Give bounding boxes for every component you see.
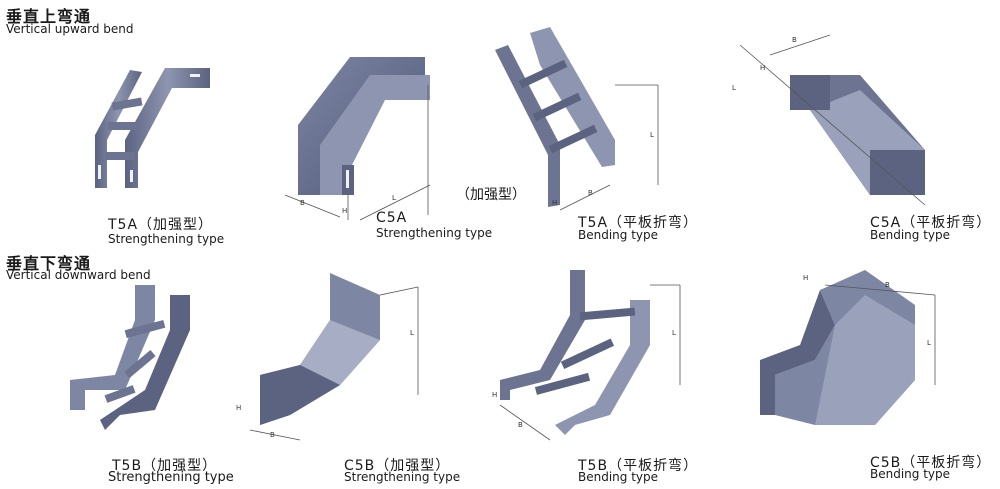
label-code-2: C5A [376, 210, 408, 226]
section-subtitle-upward: Vertical upward bend [6, 22, 134, 36]
dim-l-2: L [650, 131, 654, 139]
label-note-2: （加强型） [456, 187, 526, 203]
label-type-2: Strengthening type [376, 226, 493, 240]
trough-bend-icon: B H L [284, 57, 431, 221]
trough-bend-icon: L B H [760, 270, 936, 425]
dim-h-4: H [236, 404, 241, 412]
dim-h-5: H [492, 391, 497, 399]
dim-b-5: B [518, 421, 523, 429]
label-code-4: C5A（平板折弯） [870, 215, 992, 231]
label-code-1: T5A（加强型） [108, 217, 214, 233]
ladder-bend-icon: L B H [495, 27, 659, 211]
label-code-7: T5B（平板折弯） [578, 458, 699, 474]
dim-h-3: H [760, 64, 765, 72]
trough-bend-icon: L B H [732, 34, 926, 206]
dim-l-6: L [927, 339, 931, 347]
dim-b-1: B [300, 199, 305, 207]
dim-b-4: B [270, 431, 275, 439]
label-type-7: Bending type [578, 470, 659, 484]
label-code-3: T5A（平板折弯） [578, 215, 699, 231]
trough-bend-icon: L B H [236, 273, 419, 441]
dim-b-6: B [885, 281, 890, 289]
label-type-5: Strengthening type [108, 470, 234, 485]
dim-b-2: B [588, 189, 593, 197]
dim-h-2: H [552, 199, 557, 207]
dim-b-3: B [792, 36, 797, 44]
label-type-8: Bending type [870, 467, 951, 481]
dim-h-6: H [803, 274, 808, 282]
ladder-bend-icon [95, 68, 210, 188]
label-type-1: Strengthening type [108, 232, 225, 246]
dim-l-5: L [672, 329, 676, 337]
dim-h-1: H [342, 207, 347, 215]
label-code-5: T5B（加强型） [112, 458, 218, 474]
dim-l-3: L [732, 84, 736, 92]
section-subtitle-downward: Vertical downward bend [6, 268, 151, 282]
label-code-6: C5B（加强型） [344, 458, 451, 474]
ladder-bend-icon: L B H [492, 270, 681, 441]
section-title-downward: 垂直下弯通 [6, 254, 92, 273]
label-type-4: Bending type [870, 228, 951, 242]
dim-l-4: L [410, 329, 414, 337]
label-type-6: Strengthening type [344, 470, 461, 484]
label-type-3: Bending type [578, 228, 659, 242]
dim-l-1: L [392, 194, 396, 202]
ladder-bend-icon [70, 285, 190, 430]
label-code-8: C5B（平板折弯） [870, 455, 992, 471]
section-title-upward: 垂直上弯通 [6, 7, 92, 26]
